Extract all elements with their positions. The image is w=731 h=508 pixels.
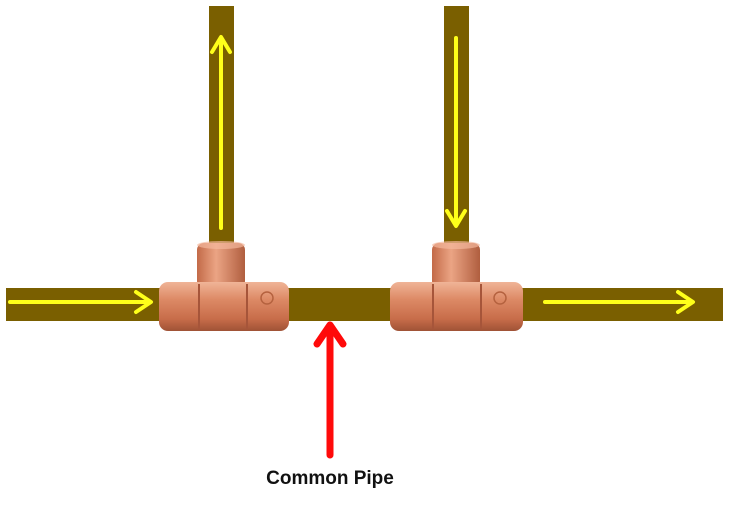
main-horizontal-pipe: [6, 288, 723, 321]
right-tee-fitting: [390, 241, 523, 331]
common-pipe-pointer-arrow: [313, 321, 347, 459]
inlet-flow-arrow: [8, 290, 153, 314]
outlet-flow-arrow: [543, 290, 695, 314]
flow-arrows: [8, 35, 695, 314]
common-pipe-label: Common Pipe: [266, 468, 394, 489]
left-riser-flow-arrow: [210, 35, 232, 230]
left-tee-fitting: [159, 241, 289, 331]
right-riser-flow-arrow: [445, 36, 467, 228]
pipes: [6, 6, 723, 321]
